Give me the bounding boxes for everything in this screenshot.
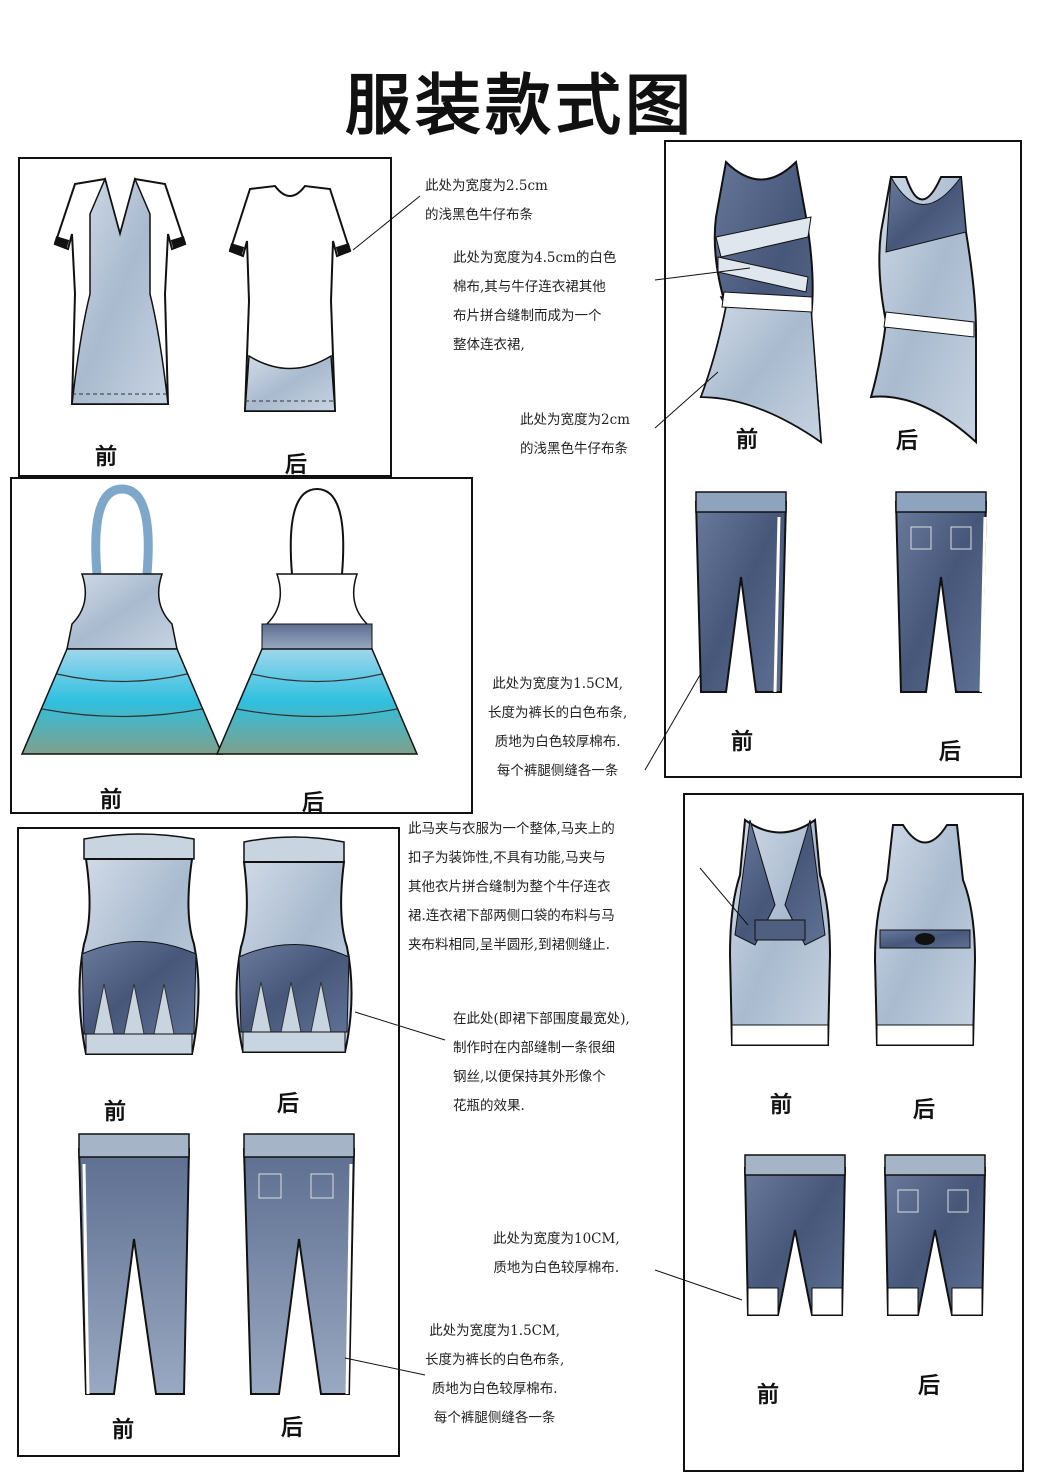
halter-dress-back-illustration — [215, 487, 419, 755]
pants-back-label: 后 — [918, 1374, 941, 1399]
back-label: 后 — [285, 453, 308, 478]
front-label: 前 — [770, 1093, 793, 1118]
halter-dress-front-illustration — [20, 484, 224, 755]
front-label: 前 — [104, 1100, 127, 1125]
pants-front-label: 前 — [112, 1418, 135, 1443]
vest-dress-front-illustration — [728, 818, 832, 1046]
back-label: 后 — [896, 429, 919, 454]
panel-vest-dress-and-cropped-pants: 前 后 前 后 — [683, 793, 1024, 1472]
panel-asymmetric-dress-and-pants: 前 后 前 后 — [664, 140, 1022, 778]
note-pants-side-stripe: 此处为宽度为1.5CM, 长度为裤长的白色布条, 质地为白色较厚棉布. 每个裤腿… — [488, 676, 628, 779]
panel-short-sleeve-dress: 前 后 — [18, 157, 392, 478]
pants-back-illustration — [894, 491, 988, 693]
pants-back-label: 后 — [939, 740, 962, 765]
vase-dress-front-illustration — [78, 833, 200, 1055]
vest-dress-back-illustration — [873, 824, 977, 1046]
note-white-cotton-band: 此处为宽度为4.5cm的白色 棉布,其与牛仔连衣裙其他 布片拼合缝制而成为一个 … — [453, 250, 617, 353]
skinny-pants-front-illustration — [77, 1133, 191, 1395]
cropped-pants-front-illustration — [743, 1154, 847, 1316]
panel-vase-dress-and-pants: 前 后 前 后 — [17, 827, 400, 1457]
note-hem-trim: 此处为宽度为2cm 的浅黑色牛仔布条 — [520, 412, 630, 457]
pants-front-label: 前 — [731, 730, 754, 755]
pants-front-label: 前 — [757, 1383, 780, 1408]
note-cuff-band: 此处为宽度为10CM, 质地为白色较厚棉布. — [493, 1231, 620, 1276]
skinny-pants-back-illustration — [242, 1133, 356, 1395]
note-vest-dress: 此马夹与衣服为一个整体,马夹上的 扣子为装饰性,不具有功能,马夹与 其他衣片拼合… — [408, 821, 615, 953]
pants-front-illustration — [694, 491, 788, 693]
front-label: 前 — [95, 445, 118, 470]
front-label: 前 — [736, 428, 759, 453]
cropped-pants-back-illustration — [883, 1154, 987, 1316]
pants-back-label: 后 — [281, 1416, 304, 1441]
back-label: 后 — [913, 1098, 936, 1123]
page-title: 服装款式图 — [345, 67, 695, 144]
vase-dress-back-illustration — [235, 836, 353, 1053]
asym-dress-front-illustration — [699, 159, 823, 445]
back-label: 后 — [277, 1092, 300, 1117]
note-sleeve-trim: 此处为宽度为2.5cm 的浅黑色牛仔布条 — [425, 178, 548, 223]
back-label: 后 — [302, 791, 325, 816]
panel-tiered-halter-dress: 前 后 — [10, 477, 473, 816]
front-label: 前 — [100, 788, 123, 813]
note-pants-side-stripe-2: 此处为宽度为1.5CM, 长度为裤长的白色布条, 质地为白色较厚棉布. 每个裤腿… — [425, 1323, 565, 1426]
dress-back-illustration — [228, 184, 352, 412]
asym-dress-back-illustration — [869, 175, 977, 445]
dress-front-illustration — [53, 176, 187, 405]
note-vase-wire: 在此处(即裙下部围度最宽处), 制作时在内部缝制一条很细 钢丝,以便保持其外形像… — [453, 1011, 630, 1114]
